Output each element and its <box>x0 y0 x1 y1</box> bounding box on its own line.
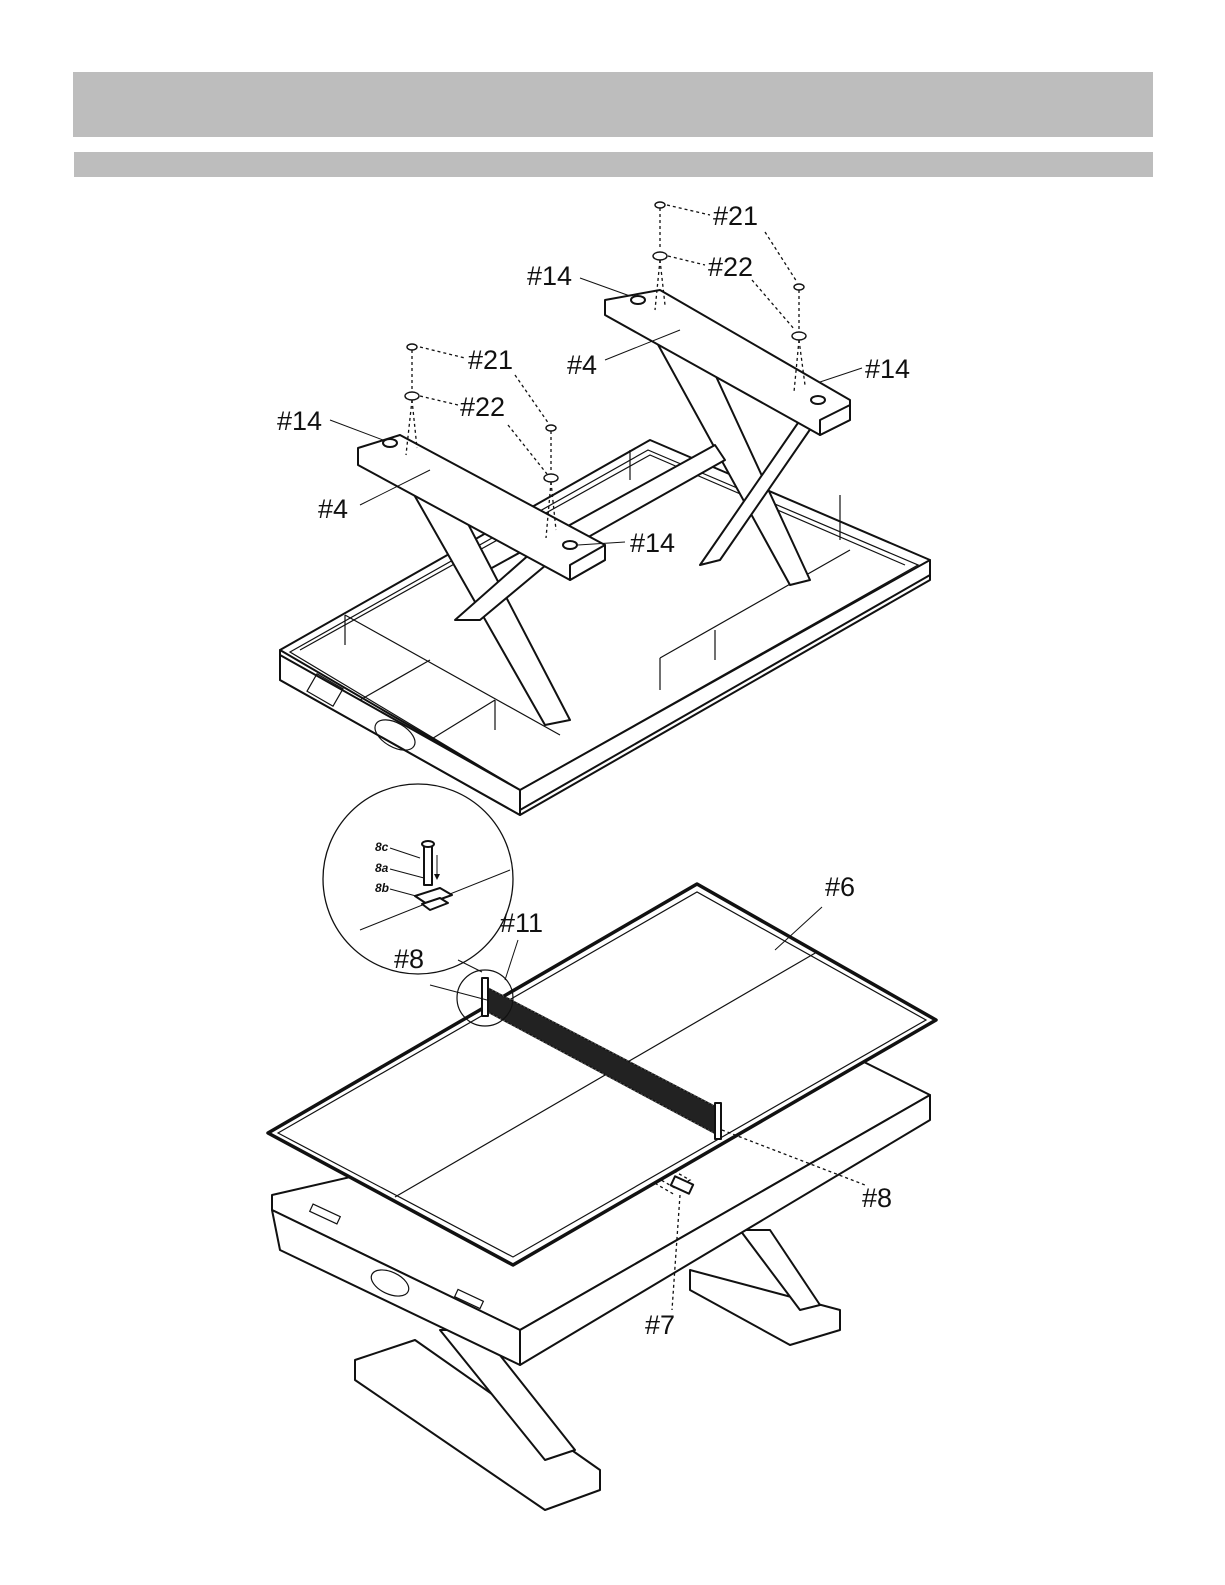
label-part-14-d: #14 <box>630 528 675 558</box>
label-part-6: #6 <box>825 872 855 902</box>
label-part-4-b: #4 <box>318 494 348 524</box>
label-part-4-a: #4 <box>567 350 597 380</box>
label-part-14-b: #14 <box>865 354 910 384</box>
label-part-22-a: #22 <box>708 252 753 282</box>
label-part-8-a: #8 <box>394 944 424 974</box>
inset-label-8b: 8b <box>375 881 389 895</box>
label-part-21-b: #21 <box>468 345 513 375</box>
label-part-11: #11 <box>500 908 543 938</box>
label-part-8-b: #8 <box>862 1183 892 1213</box>
label-part-7: #7 <box>645 1310 675 1340</box>
label-part-22-b: #22 <box>460 392 505 422</box>
label-part-14-c: #14 <box>277 406 322 436</box>
label-part-21-a: #21 <box>713 201 758 231</box>
inset-label-8a: 8a <box>375 861 389 875</box>
label-part-14-a: #14 <box>527 261 572 291</box>
inset-label-8c: 8c <box>375 840 389 854</box>
